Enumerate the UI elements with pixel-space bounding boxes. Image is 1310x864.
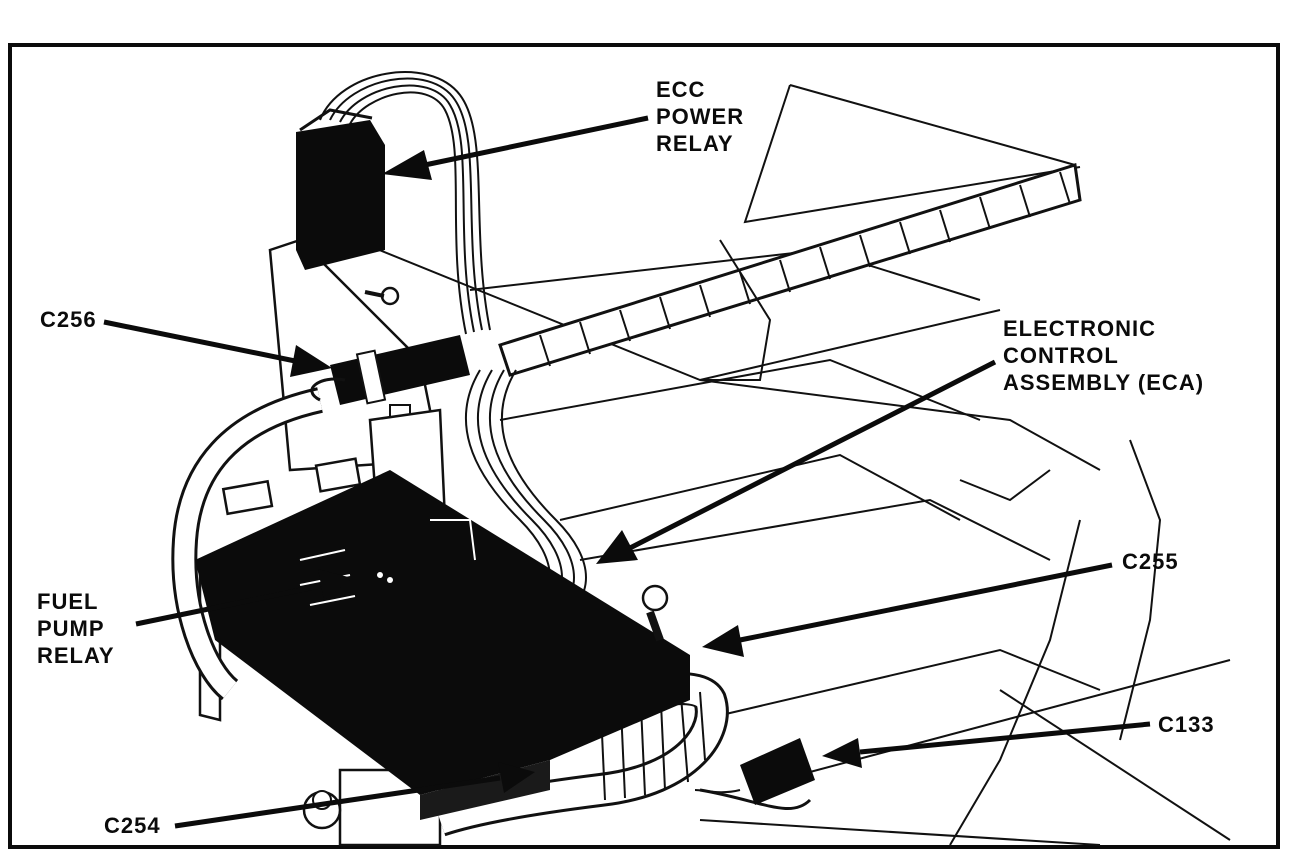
arrow-c256 — [103, 319, 301, 365]
arrow-fuel-pump-relay — [135, 583, 321, 627]
ecc-power-relay-body — [296, 108, 400, 306]
arrow-c254 — [174, 775, 501, 829]
fuel-pump-relay-label-line-1: FUEL — [37, 589, 99, 614]
eca-label-line-2: CONTROL — [1003, 343, 1119, 368]
c133-connector-body — [694, 738, 815, 805]
mounting-screw — [380, 286, 400, 306]
eca-module-body — [195, 470, 690, 830]
ecc-power-relay-label-line-3: RELAY — [656, 131, 734, 156]
arrowhead-c255 — [702, 625, 744, 657]
c255-label: C255 — [1122, 548, 1179, 575]
eca-label: ELECTRONIC CONTROL ASSEMBLY (ECA) — [1003, 315, 1204, 396]
fuel-pump-relay-label-line-3: RELAY — [37, 643, 115, 668]
ecc-power-relay-label-line-1: ECC — [656, 77, 706, 102]
c256-label: C256 — [40, 306, 97, 333]
wiring-conduit — [498, 163, 1082, 381]
ecc-power-relay-label-line-2: POWER — [656, 104, 745, 129]
floor-panel-outline — [329, 84, 1231, 846]
fuel-pump-relay-label-line-2: PUMP — [37, 616, 105, 641]
arrow-eca — [628, 359, 997, 551]
arrow-ecc-power-relay — [419, 115, 649, 169]
callout-arrows — [103, 115, 1151, 829]
arrowhead-eca — [596, 530, 638, 564]
fuel-pump-relay-label: FUEL PUMP RELAY — [37, 588, 115, 669]
arrowhead-c256 — [290, 345, 332, 377]
c254-label: C254 — [104, 812, 161, 839]
eca-stud — [641, 584, 669, 612]
c133-label-text: C133 — [1158, 712, 1215, 737]
diagram-frame — [8, 43, 1280, 849]
eca-label-line-1: ELECTRONIC — [1003, 316, 1156, 341]
ecc-power-relay-label: ECC POWER RELAY — [656, 76, 744, 157]
c256-label-text: C256 — [40, 307, 97, 332]
c255-label-text: C255 — [1122, 549, 1179, 574]
eca-label-line-3: ASSEMBLY (ECA) — [1003, 370, 1205, 395]
arrowhead-c254 — [498, 762, 535, 793]
arrow-c255 — [739, 562, 1113, 643]
c254-label-text: C254 — [104, 813, 161, 838]
c133-label: C133 — [1158, 711, 1215, 738]
arrowhead-c133 — [822, 738, 862, 768]
arrow-c133 — [859, 721, 1151, 755]
arrowhead-ecc-power-relay — [382, 150, 432, 180]
arrowhead-fuel-pump-relay — [318, 569, 352, 601]
